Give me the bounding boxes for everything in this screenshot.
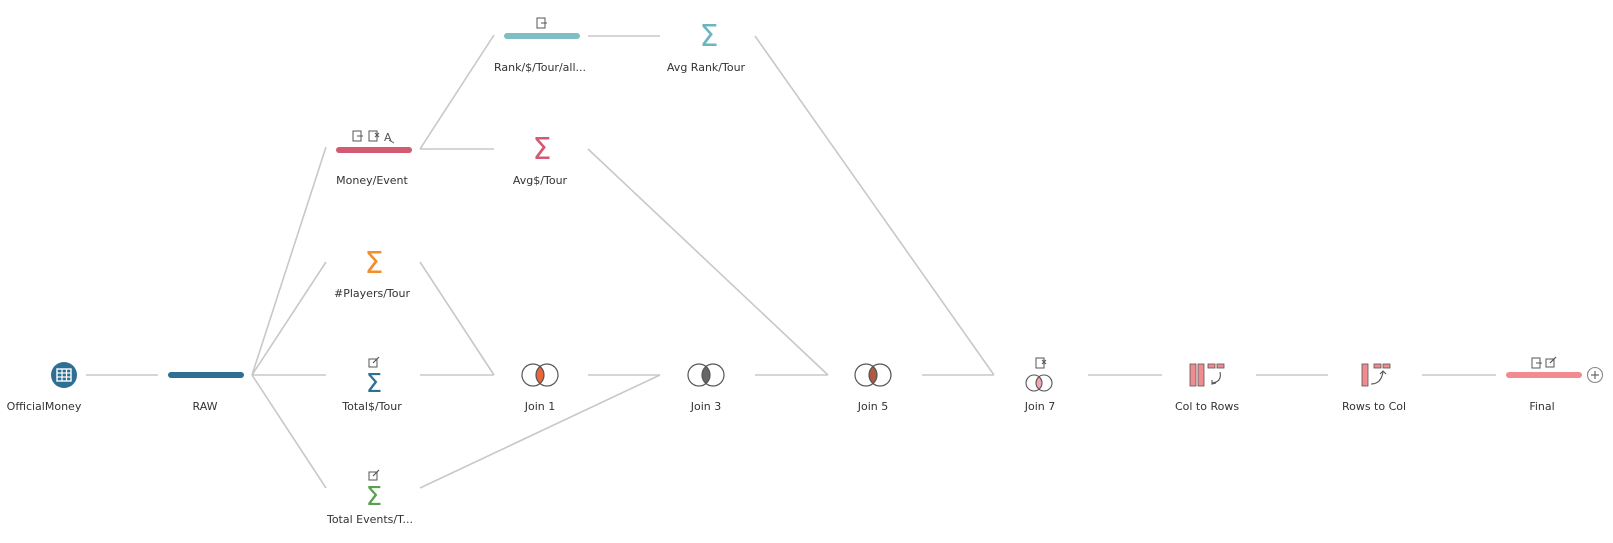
rename-icon: A	[384, 131, 395, 144]
node-label-total-events-tour[interactable]: Total Events/T...	[326, 513, 414, 526]
flow-edges	[86, 34, 1496, 489]
clean-node-rank-tour[interactable]	[504, 17, 580, 39]
join-node-join5[interactable]	[854, 363, 892, 387]
node-label-rows-to-col[interactable]: Rows to Col	[1341, 400, 1407, 413]
aggregate-node-players-tour[interactable]: Σ	[365, 246, 384, 281]
aggregate-node-total-events-tour[interactable]: Σ	[366, 469, 382, 512]
node-label-rank-tour[interactable]: Rank/$/Tour/all...	[493, 61, 587, 74]
edge	[587, 148, 829, 376]
input-node-officialmoney[interactable]	[51, 362, 77, 388]
inner-join-icon	[1025, 374, 1053, 392]
join-node-join3[interactable]	[687, 363, 725, 387]
sigma-icon: Σ	[365, 246, 384, 281]
join-node-join7[interactable]	[1025, 357, 1053, 392]
pivot-node-col-to-rows[interactable]	[1189, 363, 1225, 387]
clean-node-final[interactable]	[1506, 356, 1582, 378]
join-node-join1[interactable]	[521, 363, 559, 387]
sigma-icon: Σ	[700, 19, 719, 54]
edit-icon	[368, 469, 380, 481]
add-step-button[interactable]	[1586, 366, 1604, 384]
edge	[419, 34, 495, 150]
pivot-node-rows-to-col[interactable]	[1361, 363, 1391, 387]
clean-node-money-event[interactable]: A	[336, 130, 412, 153]
pivot-rows-to-columns-icon	[1361, 363, 1391, 387]
inner-join-icon	[521, 363, 559, 387]
aggregate-node-avg-money-tour[interactable]: Σ	[533, 132, 552, 167]
node-label-avg-money-tour[interactable]: Avg$/Tour	[512, 174, 568, 187]
node-label-join1[interactable]: Join 1	[524, 400, 556, 413]
sigma-icon: Σ	[366, 482, 382, 512]
node-label-total-money-tour[interactable]: Total$/Tour	[342, 400, 402, 413]
aggregate-node-total-money-tour[interactable]: Σ	[366, 356, 382, 399]
sigma-icon: Σ	[533, 132, 552, 167]
edge	[419, 374, 661, 489]
node-label-avg-rank-tour[interactable]: Avg Rank/Tour	[666, 61, 746, 74]
pivot-columns-to-rows-icon	[1189, 363, 1225, 387]
edit-icon	[1545, 356, 1557, 368]
filter-icon	[1531, 357, 1542, 369]
plus-circle-icon	[1586, 366, 1604, 384]
table-icon	[56, 368, 72, 382]
node-label-money-event[interactable]: Money/Event	[336, 174, 408, 187]
edge	[251, 374, 327, 489]
node-label-join3[interactable]: Join 3	[690, 400, 722, 413]
node-label-final[interactable]: Final	[1529, 400, 1555, 413]
node-label-raw[interactable]: RAW	[192, 400, 218, 413]
edge	[419, 261, 495, 376]
node-label-join5[interactable]: Join 5	[857, 400, 889, 413]
filter-icon	[536, 17, 547, 29]
node-label-col-to-rows[interactable]: Col to Rows	[1174, 400, 1240, 413]
filter-remove-icon	[1035, 357, 1047, 369]
node-label-join7[interactable]: Join 7	[1024, 400, 1056, 413]
inner-join-icon	[687, 363, 725, 387]
edit-icon	[368, 356, 380, 368]
edge	[754, 35, 995, 376]
edge	[251, 146, 327, 376]
filter-icon	[352, 130, 363, 142]
svg-text:A: A	[384, 131, 392, 144]
edge	[251, 261, 327, 376]
inner-join-icon	[854, 363, 892, 387]
node-label-officialmoney[interactable]: OfficialMoney	[6, 400, 82, 413]
node-label-players-tour[interactable]: #Players/Tour	[334, 287, 410, 300]
filter-remove-icon	[368, 130, 380, 142]
sigma-icon: Σ	[366, 369, 382, 399]
clean-node-raw[interactable]	[168, 372, 244, 378]
aggregate-node-avg-rank-tour[interactable]: Σ	[700, 19, 719, 54]
